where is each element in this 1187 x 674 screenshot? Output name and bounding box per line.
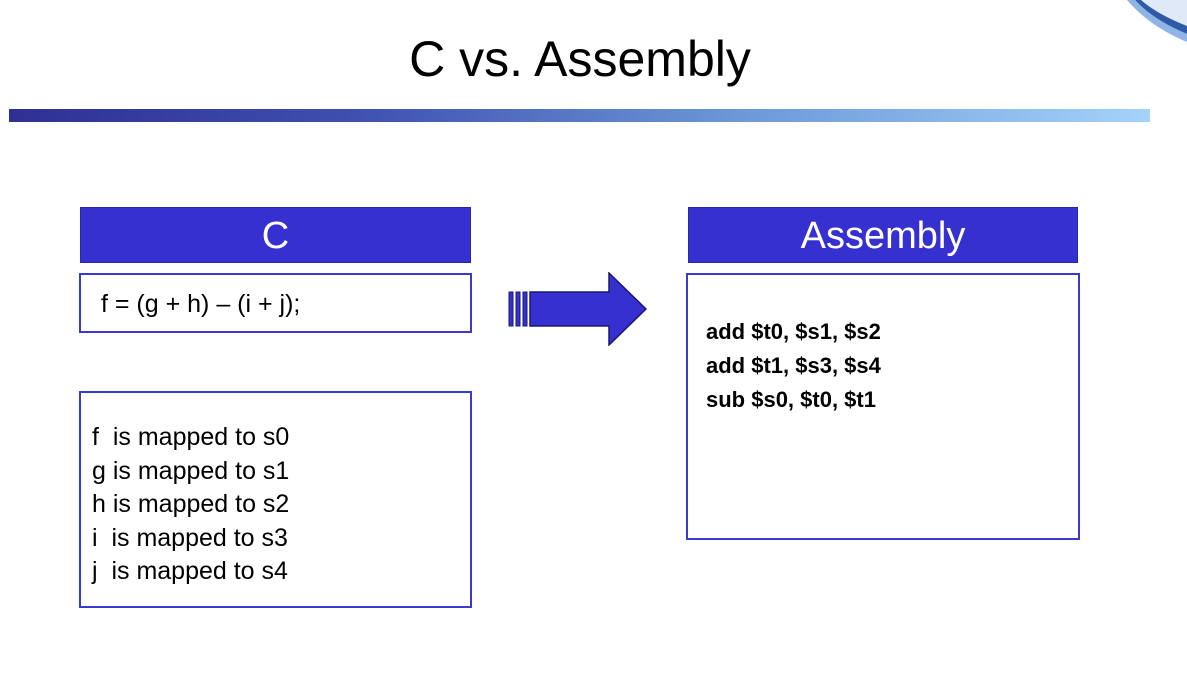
assembly-instruction: add $t1, $s3, $s4 [706,353,881,378]
mapping-item: j is mapped to s4 [92,557,288,585]
right-arrow-icon [508,272,648,346]
variable-mapping-list: f is mapped to s0 g is mapped to s1 h is… [92,421,289,589]
mapping-item: h is mapped to s2 [92,490,290,518]
slide-title: C vs. Assembly [409,31,751,87]
c-header: C [80,207,471,263]
mapping-item: g is mapped to s1 [92,456,290,485]
mapping-item: f is mapped to s0 [92,423,290,451]
assembly-header: Assembly [688,207,1078,263]
mapping-item: i is mapped to s3 [92,523,288,552]
assembly-instruction-list: add $t0, $s1, $s2 add $t1, $s3, $s4 sub … [706,315,881,417]
c-code-box: f = (g + h) – (i + j); [79,273,472,333]
variable-mapping-box: f is mapped to s0 g is mapped to s1 h is… [79,391,472,608]
page-curl-decoration [1127,0,1187,42]
assembly-code-box: add $t0, $s1, $s2 add $t1, $s3, $s4 sub … [686,273,1080,540]
title-underline-bar [9,109,1150,122]
assembly-instruction: add $t0, $s1, $s2 [706,319,881,344]
c-code-statement: f = (g + h) – (i + j); [101,290,301,318]
assembly-instruction: sub $s0, $t0, $t1 [706,387,876,412]
